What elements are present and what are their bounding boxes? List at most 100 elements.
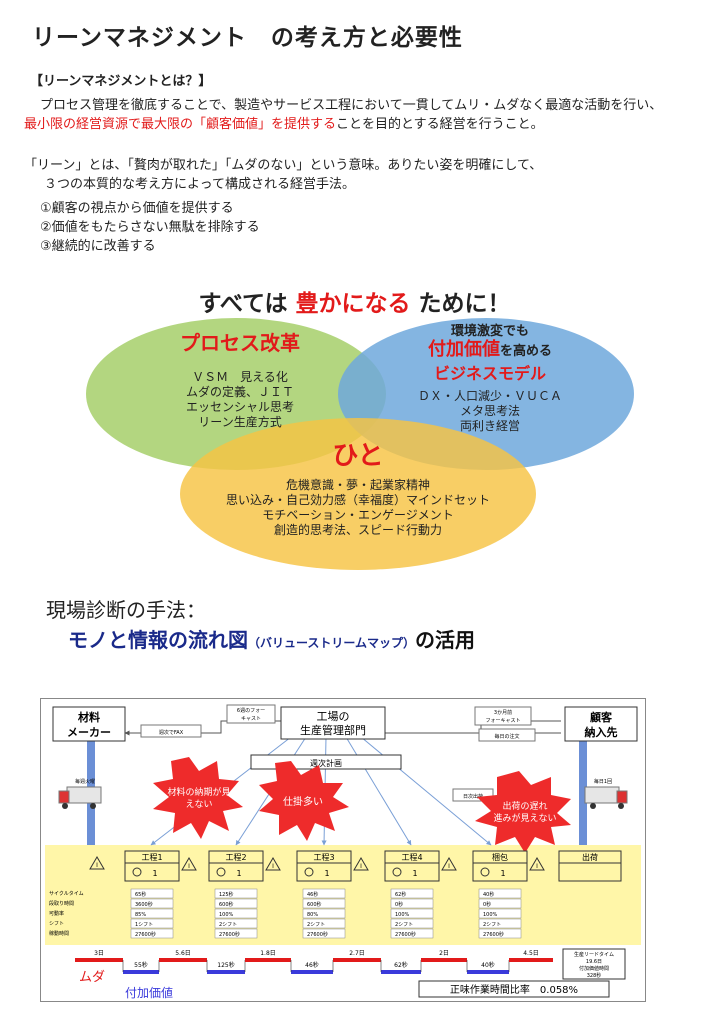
customer-line: 顧客: [590, 710, 613, 724]
people-line: モチベーション・エンゲージメント: [262, 508, 454, 522]
row-label: シフト: [49, 921, 64, 927]
people-block: ひと 危機意識・夢・起業家精神 思い込み・自己効力感（幸福度）マインドセット モ…: [200, 438, 516, 538]
wait-segment: [421, 958, 467, 962]
people-line: 危機意識・夢・起業家精神: [285, 478, 430, 492]
data-cell-value: 2シフト: [395, 922, 413, 928]
data-cell: [390, 888, 434, 899]
process-box: [124, 850, 180, 882]
truck-right-label: 毎日1回: [594, 778, 612, 785]
forecast-note-text: 6週のフォー: [237, 707, 265, 714]
data-cell: [478, 908, 522, 919]
process-line: ムダの定義、ＪＩＴ: [185, 385, 294, 399]
data-cell: [130, 928, 174, 939]
principles-list: ①顧客の視点から価値を提供する ②価値をもたらさない無駄を排除する ③継続的に改…: [40, 199, 260, 256]
operator-count: 1: [324, 869, 329, 878]
cycle-value: 125秒: [217, 961, 234, 969]
people-line: 思い込み・自己効力感（幸福度）マインドセット: [225, 493, 490, 507]
wait-value: 1.8日: [260, 950, 276, 957]
process-name: 工程2: [225, 853, 246, 862]
inventory-mark: I: [448, 863, 450, 870]
business-title: ビジネスモデル: [433, 364, 546, 383]
operator-count: 1: [500, 869, 505, 878]
data-cell: [214, 928, 258, 939]
cycle-value: 40秒: [481, 961, 495, 969]
problem-text: 材料の納期が見: [167, 786, 230, 798]
wait-value: 3日: [94, 950, 104, 957]
data-cell: [214, 908, 258, 919]
lead-time-box: [562, 948, 626, 980]
business-block: 環境激変でも 付加価値を高める ビジネスモデル ＤＸ・人口減少・ＶＵＣＡ メタ思…: [380, 324, 600, 434]
value-segment: [207, 970, 245, 974]
process-name: 工程1: [141, 853, 162, 862]
problem-text: 仕掛多い: [283, 795, 323, 808]
wait-segment: [159, 958, 207, 962]
operator-icon: [480, 867, 490, 877]
process-name: 出荷: [582, 852, 598, 862]
operator-icon: [304, 867, 314, 877]
inventory-triangle: [89, 856, 105, 870]
process-name: 工程4: [401, 853, 422, 862]
data-cell-value: 125秒: [219, 891, 234, 898]
data-cell-value: 600秒: [219, 901, 234, 908]
data-cell: [130, 898, 174, 909]
operator-icon: [132, 867, 142, 877]
process-box: [472, 850, 528, 882]
data-cell-value: 2シフト: [483, 922, 501, 928]
data-cell-value: 2シフト: [219, 922, 237, 928]
data-cell-value: 27600秒: [307, 931, 328, 938]
truck-left-label: 毎週火曜: [75, 778, 95, 785]
forecast-note-text: フォーキャスト: [485, 718, 520, 724]
process-box: [296, 850, 352, 882]
lead-time-text: 328秒: [587, 972, 602, 979]
ratio-text: 正味作業時間比率 0.058%: [450, 983, 578, 996]
lead-time-text: 生産リードタイム: [574, 951, 614, 958]
inventory-mark: I: [536, 863, 538, 870]
daily-ship-text: 日次出荷: [463, 793, 483, 800]
inventory-mark: I: [360, 863, 362, 870]
wait-value: 2日: [439, 950, 449, 957]
data-cell: [390, 918, 434, 929]
data-cell-value: 80%: [307, 912, 318, 918]
data-cell: [390, 928, 434, 939]
value-segment: [123, 970, 159, 974]
data-cell-value: 0秒: [395, 901, 403, 908]
problem-text: 進みが見えない: [493, 812, 556, 824]
operator-count: 1: [152, 869, 157, 878]
weekly-fax-note: [140, 724, 202, 738]
forecast-note-text: キャスト: [241, 716, 261, 722]
row-label: 可動率: [49, 910, 64, 917]
data-cell: [302, 908, 346, 919]
vision-title: すべては 豊かになる ために！: [0, 284, 709, 318]
business-line: ＤＸ・人口減少・ＶＵＣＡ: [417, 389, 562, 403]
data-cell: [478, 898, 522, 909]
forecast-note-right: [474, 706, 532, 726]
cycle-value: 62秒: [394, 961, 408, 969]
lead-time-text: 19.6日: [586, 959, 602, 965]
lead-time-text: 付加価値時間: [579, 965, 609, 972]
value-segment: [291, 970, 333, 974]
principle-item: ③継続的に改善する: [40, 239, 156, 254]
process-name: 梱包: [492, 852, 508, 862]
row-label: 段取り時間: [49, 900, 74, 907]
process-title: プロセス改革: [180, 331, 300, 355]
inventory-triangle: [353, 857, 369, 871]
control-line: 生産管理部門: [300, 723, 366, 737]
data-cell: [390, 908, 434, 919]
principle-item: ①顧客の視点から価値を提供する: [40, 201, 234, 216]
diagnosis-heading: 現場診断の手法：: [46, 598, 206, 622]
wait-value: 2.7日: [349, 950, 365, 957]
data-cell-value: 100%: [219, 912, 234, 918]
process-block: プロセス改革 ＶＳＭ 見える化 ムダの定義、ＪＩＴ エッセンシャル思考 リーン生…: [140, 330, 340, 430]
wait-value: 5.6日: [175, 950, 191, 957]
business-line-1: 環境激変でも: [450, 324, 529, 339]
diagnosis-subheading: モノと情報の流れ図（バリューストリームマップ）の活用: [68, 624, 475, 653]
customer-box: [564, 706, 638, 742]
value-stream-map: 材料 メーカー 顧客 納入先 工場の 生産管理部門 6週のフォー キャスト 3か…: [40, 698, 646, 1002]
process-data-table: サイクルタイム段取り時間可動率シフト稼動時間65秒3600秒85%1シフト276…: [49, 888, 522, 939]
inventory-triangle: [529, 857, 545, 871]
data-cell-value: 40秒: [483, 891, 494, 898]
cycle-value: 55秒: [134, 961, 148, 969]
vision-highlight: 豊かになる: [295, 291, 411, 317]
data-cell-value: 100%: [395, 912, 410, 918]
truck-icon: [58, 786, 102, 809]
